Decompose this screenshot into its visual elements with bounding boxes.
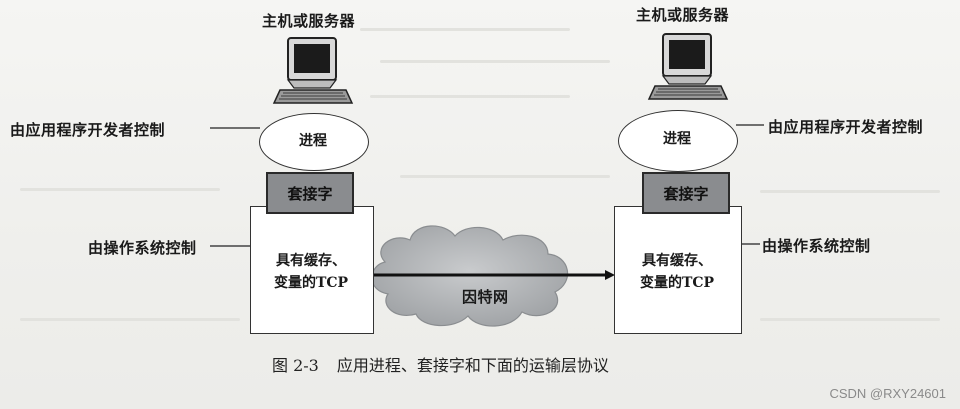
left-tcp-label-line2: 变量的TCP	[273, 275, 349, 291]
left-computer-icon	[272, 37, 354, 104]
right-tcp-box	[614, 206, 742, 334]
left-host-label: 主机或服务器	[262, 12, 356, 30]
figure-number: 图 2-3	[272, 356, 319, 375]
left-tcp-label: 具有缓存、 变量的TCP	[250, 250, 372, 294]
left-app-control-label: 由应用程序开发者控制	[10, 121, 166, 139]
right-tcp-label: 具有缓存、 变量的TCP	[614, 250, 740, 294]
bleed-through-line	[400, 175, 610, 178]
figure-caption-text: 应用进程、套接字和下面的运输层协议	[336, 356, 609, 375]
left-process-label: 进程	[299, 133, 327, 149]
right-process-label: 进程	[663, 131, 691, 147]
bleed-through-line	[760, 190, 940, 193]
left-os-control-label: 由操作系统控制	[88, 239, 197, 257]
right-socket-label: 套接字	[663, 184, 709, 203]
right-tcp-label-line1: 具有缓存、	[642, 253, 712, 269]
bleed-through-line	[370, 95, 570, 98]
left-tcp-box	[250, 206, 374, 334]
bleed-through-line	[360, 28, 570, 31]
bleed-through-line	[380, 60, 610, 63]
figure-caption: 图 2-3 应用进程、套接字和下面的运输层协议	[272, 352, 609, 376]
left-tcp-label-line1: 具有缓存、	[276, 253, 346, 269]
right-host-label: 主机或服务器	[636, 6, 730, 24]
left-socket-label: 套接字	[287, 184, 333, 203]
right-socket-box: 套接字	[642, 172, 730, 214]
bleed-through-line	[20, 318, 240, 321]
left-socket-box: 套接字	[266, 172, 354, 214]
right-process-ellipse	[618, 110, 738, 172]
right-os-control-label: 由操作系统控制	[762, 237, 871, 255]
right-computer-icon	[647, 33, 729, 100]
left-process-ellipse	[259, 113, 369, 171]
bleed-through-line	[760, 318, 940, 321]
watermark: CSDN @RXY24601	[829, 386, 946, 401]
right-app-control-label: 由应用程序开发者控制	[768, 118, 924, 136]
bleed-through-line	[20, 188, 220, 191]
right-tcp-label-line2: 变量的TCP	[639, 275, 715, 291]
internet-label: 因特网	[462, 288, 509, 306]
